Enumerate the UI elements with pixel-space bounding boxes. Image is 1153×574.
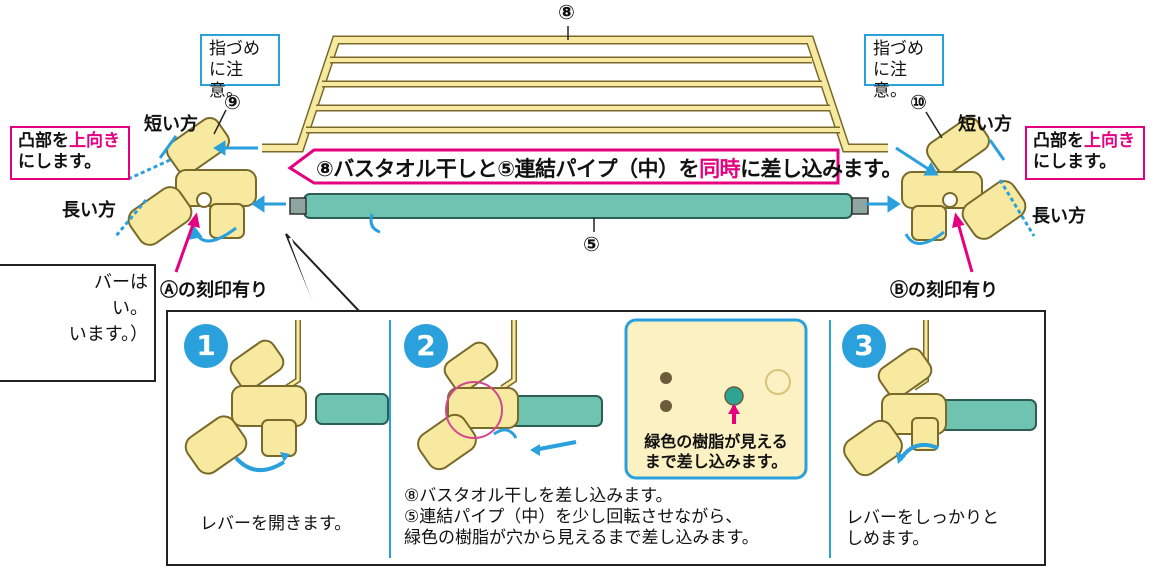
step-3-line: しめます。 bbox=[846, 529, 930, 549]
zoom-caption-line: 緑色の樹脂が見える bbox=[644, 432, 788, 451]
zoom-window bbox=[624, 318, 808, 480]
banner-text: に差し込みます。 bbox=[740, 157, 902, 181]
direction-arrows bbox=[114, 135, 1036, 245]
part-number-10: ⑩ bbox=[910, 90, 927, 114]
short-side-label-left: 短い方 bbox=[144, 114, 198, 135]
step-2-line: ⑤連結パイプ（中）を少し回転させながら、 bbox=[404, 507, 743, 527]
step-3-line: レバーをしっかりと bbox=[846, 508, 999, 528]
pinch-warning-text: 指づめ bbox=[873, 39, 924, 59]
step1-joint-drawing bbox=[184, 320, 389, 475]
step-2-badge: 2 bbox=[404, 324, 448, 368]
pinch-warning-text: に注意。 bbox=[209, 60, 243, 101]
note-text: バーは bbox=[94, 272, 148, 293]
short-side-label-right: 短い方 bbox=[958, 114, 1012, 135]
engraving-a-label: Ⓐの刻印有り bbox=[160, 280, 268, 301]
bump-up-note-left: 凸部を上向き にします。 bbox=[10, 126, 130, 180]
engraving-b-label: Ⓑの刻印有り bbox=[890, 280, 998, 301]
bump-up-text: 凸部を bbox=[18, 131, 69, 151]
right-joint-part-10 bbox=[901, 116, 1027, 241]
long-side-label-left: 長い方 bbox=[62, 200, 116, 221]
left-joint-part-9 bbox=[127, 116, 257, 246]
steps-illustration bbox=[184, 318, 1037, 558]
step3-joint-drawing bbox=[843, 320, 1037, 477]
engraving-pointers bbox=[174, 212, 974, 273]
step-3-badge: 3 bbox=[842, 324, 886, 368]
step-2-line: 緑色の樹脂が穴から見えるまで差し込みます。 bbox=[404, 528, 759, 548]
note-text: い。 bbox=[112, 298, 148, 319]
towel-rack-part-8 bbox=[262, 26, 888, 153]
part-number-9: ⑨ bbox=[224, 90, 241, 114]
step-1-badge: 1 bbox=[184, 324, 228, 368]
bump-up-highlight: 上向き bbox=[1084, 131, 1135, 151]
pinch-warning-text: に注意。 bbox=[873, 60, 907, 101]
zoom-caption-line: まで差し込みます。 bbox=[644, 452, 788, 471]
pinch-warning-right: 指づめ に注意。 bbox=[864, 34, 944, 101]
lever-note-box: バーは い。 います。） bbox=[0, 264, 156, 382]
step-2-text: ⑧バスタオル干しを差し込みます。 ⑤連結パイプ（中）を少し回転させながら、 緑色… bbox=[404, 486, 759, 549]
banner-bubble bbox=[287, 148, 840, 185]
bump-up-note-right: 凸部を上向き にします。 bbox=[1025, 126, 1145, 180]
bump-up-text: にします。 bbox=[1033, 152, 1117, 172]
zoom-caption: 緑色の樹脂が見える まで差し込みます。 bbox=[630, 432, 802, 472]
bump-up-text: にします。 bbox=[18, 152, 102, 172]
part-number-5: ⑤ bbox=[583, 232, 600, 256]
banner-text: ⑧バスタオル干しと⑤連結パイプ（中）を bbox=[316, 157, 700, 181]
long-side-label-right: 長い方 bbox=[1032, 206, 1086, 227]
insert-simultaneously-banner: ⑧バスタオル干しと⑤連結パイプ（中）を同時に差し込みます。 bbox=[316, 153, 902, 183]
bump-up-highlight: 上向き bbox=[69, 131, 120, 151]
pinch-warning-text: 指づめ bbox=[209, 39, 260, 59]
pinch-warning-left: 指づめ に注意。 bbox=[200, 34, 280, 101]
step-2-line: ⑧バスタオル干しを差し込みます。 bbox=[404, 486, 673, 506]
note-text: います。） bbox=[68, 324, 148, 345]
step-3-text: レバーをしっかりと しめます。 bbox=[846, 508, 999, 550]
part-number-8: ⑧ bbox=[558, 0, 575, 24]
banner-highlight: 同時 bbox=[699, 157, 741, 181]
step2-joint-drawing bbox=[417, 320, 603, 471]
step-1-text: レバーを開きます。 bbox=[200, 514, 352, 534]
bump-up-text: 凸部を bbox=[1033, 131, 1084, 151]
connecting-pipe-part-5 bbox=[289, 193, 869, 234]
